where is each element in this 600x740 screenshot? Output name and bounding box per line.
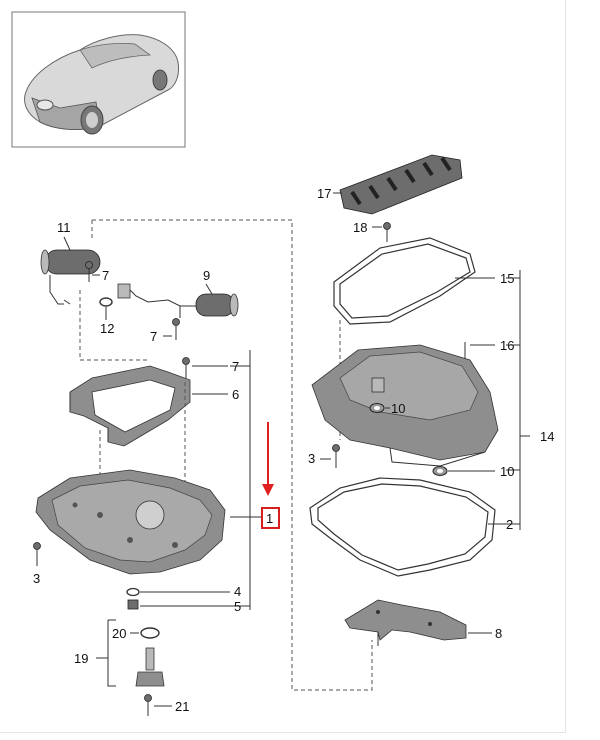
part-14-upper-oil-pan[interactable] xyxy=(311,344,499,467)
part-12-seal-ring[interactable] xyxy=(99,297,113,307)
leader-9 xyxy=(205,283,213,295)
bracket-14 xyxy=(495,270,530,530)
callout-10b: 10 xyxy=(500,464,514,479)
callout-7a: 7 xyxy=(102,268,109,283)
part-7-bolt-a[interactable] xyxy=(85,261,93,283)
callout-17: 17 xyxy=(317,186,331,201)
callout-19: 19 xyxy=(74,651,88,666)
car-thumbnail-icon xyxy=(24,34,179,135)
car-thumbnail[interactable] xyxy=(11,11,186,148)
part-6-baffle-frame[interactable] xyxy=(69,365,191,447)
part-19-oil-level-sensor[interactable] xyxy=(135,647,165,687)
part-3-bolt-left[interactable] xyxy=(33,542,41,567)
highlight-marker xyxy=(261,422,280,529)
part-17-baffle-plate[interactable] xyxy=(339,154,463,215)
callout-7b: 7 xyxy=(150,329,157,344)
part-8-mounting-bracket[interactable] xyxy=(344,599,467,646)
callout-4: 4 xyxy=(234,584,241,599)
bracket-19 xyxy=(96,619,116,687)
bracket-1 xyxy=(230,350,262,610)
part-11-oil-pipe[interactable] xyxy=(40,249,101,305)
callout-8: 8 xyxy=(495,626,502,641)
callout-11: 11 xyxy=(57,220,71,235)
highlight-box xyxy=(261,507,280,529)
callout-3b: 3 xyxy=(33,571,40,586)
part-9-oil-return-line[interactable] xyxy=(117,283,239,318)
part-7-bolt-c[interactable] xyxy=(182,357,190,379)
part-10-seal-ring-b[interactable] xyxy=(432,466,448,476)
part-2-oil-pan-gasket[interactable] xyxy=(309,477,496,577)
callout-1[interactable]: 1 xyxy=(266,511,273,526)
part-20-o-ring[interactable] xyxy=(140,627,160,639)
callout-18: 18 xyxy=(353,220,367,235)
callout-2: 2 xyxy=(506,517,513,532)
callout-20: 20 xyxy=(112,626,126,641)
callout-10a: 10 xyxy=(391,401,405,416)
callout-6: 6 xyxy=(232,387,239,402)
callout-12: 12 xyxy=(100,321,114,336)
part-10-seal-ring-a[interactable] xyxy=(369,403,385,413)
part-4-seal-ring[interactable] xyxy=(126,587,140,597)
part-3-bolt-right[interactable] xyxy=(332,444,340,469)
assembly-boundary-dashed xyxy=(79,219,373,691)
part-15-gasket[interactable] xyxy=(333,237,476,325)
part-1-lower-oil-pan[interactable] xyxy=(35,469,226,575)
leader-11 xyxy=(63,236,71,251)
callout-9: 9 xyxy=(203,268,210,283)
part-18-bolt[interactable] xyxy=(383,222,391,243)
page-border xyxy=(0,0,566,733)
callout-14: 14 xyxy=(540,429,554,444)
callout-5: 5 xyxy=(234,599,241,614)
part-5-drain-plug[interactable] xyxy=(127,599,139,610)
callout-3a: 3 xyxy=(308,451,315,466)
part-7-bolt-b[interactable] xyxy=(172,318,180,341)
highlight-arrowhead xyxy=(262,484,274,496)
part-21-bolt[interactable] xyxy=(144,694,152,717)
callout-21: 21 xyxy=(175,699,189,714)
